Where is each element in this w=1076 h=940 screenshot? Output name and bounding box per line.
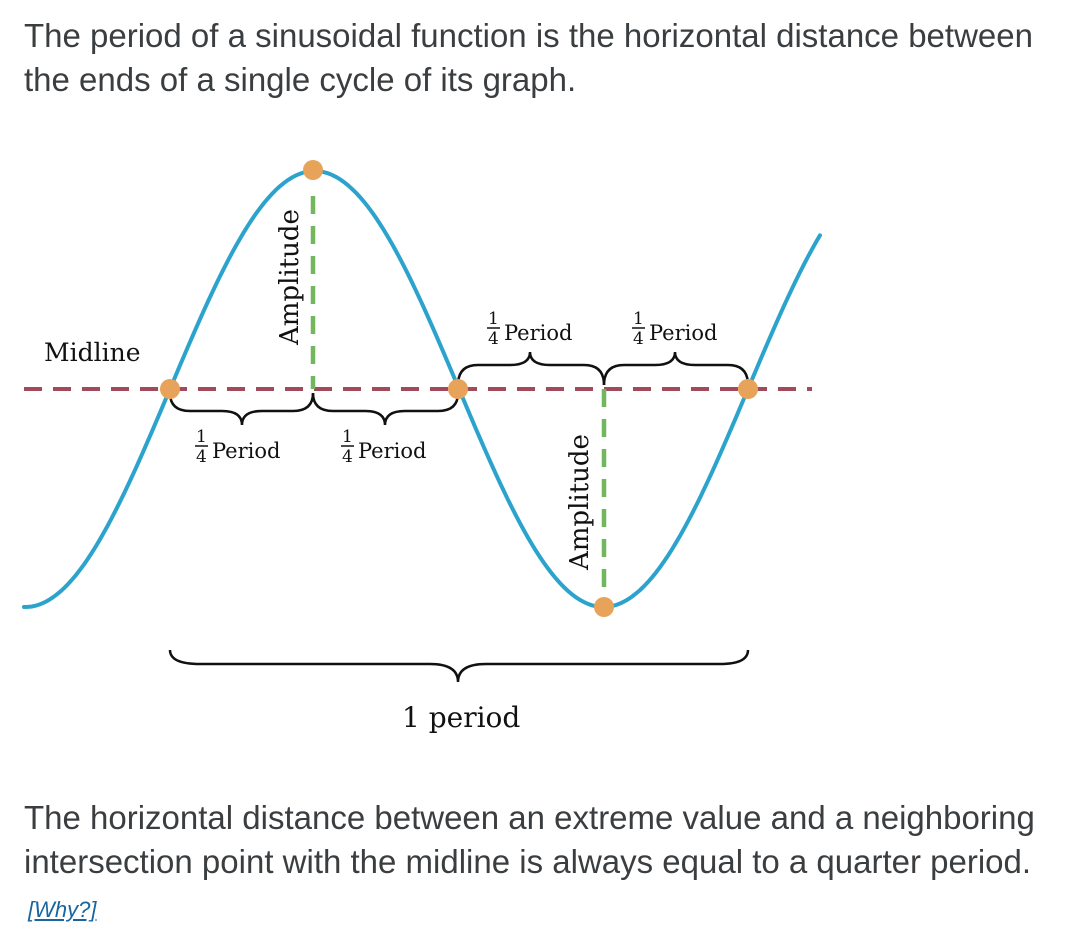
full-period-brace	[168, 649, 750, 683]
svg-text:4: 4	[196, 447, 207, 467]
intro-paragraph: The period of a sinusoidal function is t…	[24, 17, 1033, 98]
svg-text:Period: Period	[358, 439, 426, 463]
svg-text:1: 1	[633, 309, 644, 329]
sine-curve	[22, 168, 822, 610]
svg-text:1: 1	[196, 427, 207, 447]
svg-text:1: 1	[342, 427, 353, 447]
svg-text:Period: Period	[649, 321, 717, 345]
quarter-brace-2	[311, 392, 460, 426]
quarter-period-label-1: 1 4 Period	[195, 427, 280, 467]
amplitude-label-top: Amplitude	[275, 209, 305, 346]
svg-text:4: 4	[488, 329, 499, 349]
svg-text:Period: Period	[212, 439, 280, 463]
quarter-period-label-2: 1 4 Period	[341, 427, 426, 467]
svg-text:Period: Period	[504, 321, 572, 345]
full-period-label: 1 period	[402, 701, 520, 734]
quarter-brace-1	[168, 392, 315, 426]
maximum-point	[303, 160, 323, 180]
svg-text:1: 1	[488, 309, 499, 329]
amplitude-label-bottom: Amplitude	[565, 434, 595, 571]
quarter-period-label-4: 1 4 Period	[632, 309, 717, 349]
quarter-period-label-3: 1 4 Period	[487, 309, 572, 349]
outro-paragraph: The horizontal distance between an extre…	[24, 796, 1064, 932]
midline-intersection-point	[738, 379, 758, 399]
quarter-brace-4	[602, 351, 750, 386]
midline-label: Midline	[44, 338, 140, 367]
minimum-point	[594, 597, 614, 617]
midline-intersection-point	[160, 379, 180, 399]
why-link[interactable]: [Why?]	[28, 897, 97, 922]
svg-text:4: 4	[633, 329, 644, 349]
svg-text:4: 4	[342, 447, 353, 467]
quarter-brace-3	[456, 351, 606, 386]
midline-intersection-point	[448, 379, 468, 399]
outro-text: The horizontal distance between an extre…	[24, 799, 1035, 880]
